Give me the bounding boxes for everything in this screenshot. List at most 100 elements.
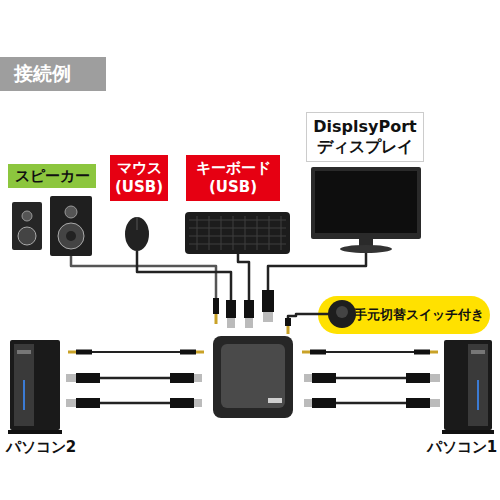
mouse-button-split xyxy=(137,217,138,230)
switch-cable xyxy=(288,314,329,320)
audio-plug xyxy=(213,298,219,314)
pc-light xyxy=(23,380,25,410)
usb-plug xyxy=(226,300,236,318)
usb-tip xyxy=(194,374,202,382)
usb-plug xyxy=(312,373,336,383)
usb-plug xyxy=(170,398,194,408)
pc-tower-left xyxy=(8,340,62,434)
speaker-cone xyxy=(66,231,76,241)
usb-plug xyxy=(244,300,254,318)
label-text: 手元切替スイッチ付き xyxy=(354,307,484,323)
mouse-body xyxy=(125,217,149,251)
kvm-top xyxy=(221,344,285,408)
keyboard xyxy=(185,212,290,254)
dp-tip xyxy=(263,312,273,322)
mouse-cable xyxy=(137,251,231,300)
left-cables xyxy=(66,350,204,409)
usb-tip xyxy=(304,399,312,407)
usb-tip xyxy=(66,374,76,382)
usb-plug xyxy=(406,373,430,383)
pc-foot xyxy=(8,430,62,434)
pc-front-panel xyxy=(14,344,34,426)
pc-light xyxy=(477,380,479,410)
monitor-frame xyxy=(311,167,421,239)
kvm-logo-mark xyxy=(268,398,282,403)
device-label: スピーカー xyxy=(8,164,96,188)
audio-tip xyxy=(215,314,218,324)
label-text: パソコン2 xyxy=(6,438,76,457)
right-cables xyxy=(302,350,440,409)
device-cables xyxy=(71,251,366,320)
audio-plug xyxy=(310,350,326,355)
top-plugs xyxy=(213,290,291,334)
speaker-large xyxy=(50,196,92,256)
usb-plug xyxy=(312,398,336,408)
speaker-woofer xyxy=(58,223,84,249)
device-label: マウス (USB) xyxy=(110,155,168,201)
pc-front-panel xyxy=(468,344,488,426)
audio-plug xyxy=(180,350,196,355)
keyboard-cable xyxy=(238,254,249,300)
label-text: キーボード (USB) xyxy=(186,159,280,197)
device-label: DisplsyPort ディスプレイ xyxy=(306,112,424,162)
pc-drive-bay xyxy=(471,350,485,354)
usb-plug xyxy=(76,373,100,383)
pc-label: パソコン1 xyxy=(424,436,500,458)
pc-case xyxy=(444,340,492,430)
speaker-tweeter xyxy=(22,211,32,221)
speaker-pair xyxy=(12,196,92,256)
audio-tip xyxy=(196,351,204,354)
hand-switch-puck xyxy=(328,300,356,328)
keyboard-keys xyxy=(189,216,286,250)
speaker-small xyxy=(12,202,42,250)
audio-tip xyxy=(68,351,76,354)
usb-tip xyxy=(194,399,202,407)
usb-plug xyxy=(170,373,194,383)
pc-foot xyxy=(442,430,494,434)
device-label: キーボード (USB) xyxy=(186,155,280,201)
dp-plug xyxy=(262,290,274,312)
monitor-base xyxy=(340,245,392,253)
audio-plug xyxy=(76,350,92,355)
keyboard-body xyxy=(185,212,290,254)
diagram-title: 接続例 xyxy=(0,57,106,91)
audio-tip xyxy=(430,351,438,354)
label-text: DisplsyPort ディスプレイ xyxy=(307,117,423,157)
monitor xyxy=(311,167,421,253)
usb-tip xyxy=(245,318,253,328)
speaker-woofer xyxy=(18,227,36,245)
label-text: マウス (USB) xyxy=(110,159,168,197)
audio-cable xyxy=(71,256,216,298)
pc-drive-bay xyxy=(17,350,31,354)
hand-switch-button xyxy=(336,306,348,318)
display-cable xyxy=(268,253,366,292)
usb-tip xyxy=(304,374,312,382)
label-text: スピーカー xyxy=(15,167,90,186)
kvm-body xyxy=(213,336,293,418)
usb-plug xyxy=(76,398,100,408)
usb-tip xyxy=(430,374,440,382)
usb-tip xyxy=(66,399,76,407)
audio-cable xyxy=(92,351,180,353)
pc-case xyxy=(10,340,60,430)
kvm-switch xyxy=(213,336,293,418)
speaker-tweeter xyxy=(65,206,77,218)
usb-plug xyxy=(406,398,430,408)
switch-tip xyxy=(287,326,290,334)
usb-tip xyxy=(430,399,440,407)
audio-cable xyxy=(326,351,414,353)
audio-plug xyxy=(414,350,430,355)
callout-label: 手元切替スイッチ付き xyxy=(318,296,490,334)
usb-cable xyxy=(100,377,170,380)
usb-tip xyxy=(227,318,235,328)
pc-label: パソコン2 xyxy=(0,436,82,458)
label-text: パソコン1 xyxy=(427,438,497,457)
monitor-screen xyxy=(315,171,417,233)
usb-cable xyxy=(336,377,406,380)
monitor-neck xyxy=(359,239,373,247)
usb-cable xyxy=(100,402,170,405)
audio-tip xyxy=(302,351,310,354)
usb-cable xyxy=(336,402,406,405)
switch-plug xyxy=(285,318,291,326)
